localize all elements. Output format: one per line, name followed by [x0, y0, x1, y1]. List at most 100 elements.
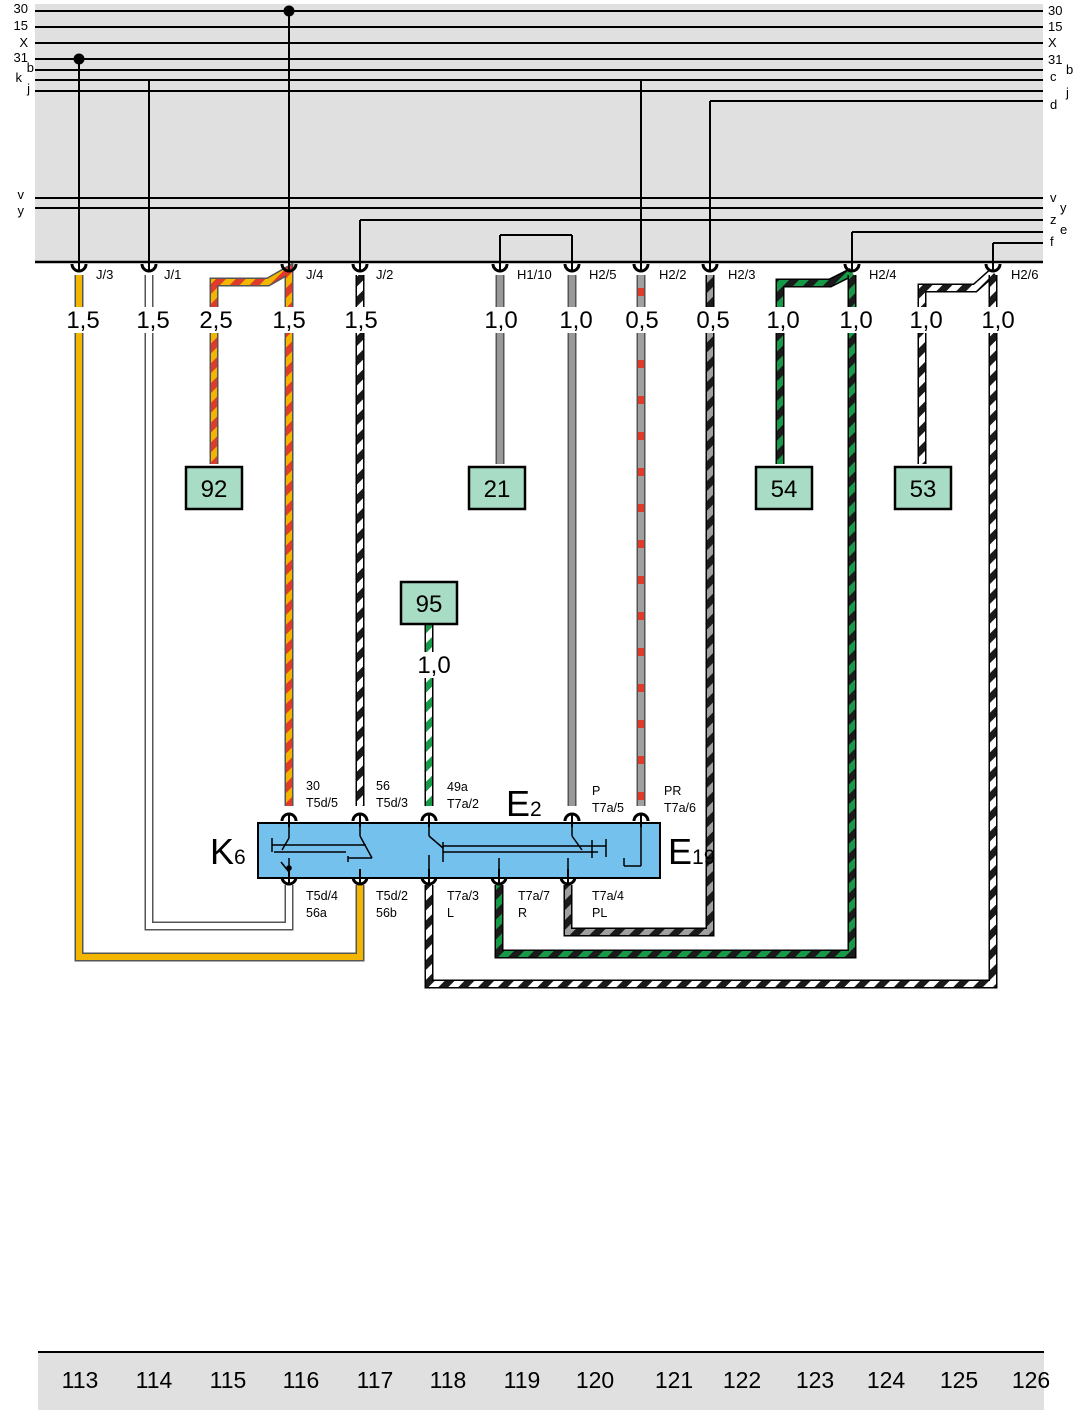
rail-label-right: 30	[1048, 3, 1062, 18]
rail-label-right: j	[1065, 85, 1069, 100]
rail-label-right: X	[1048, 35, 1057, 50]
footer-number: 118	[430, 1367, 467, 1393]
gauge-label: 1,5	[136, 307, 170, 334]
component-k6-label-sub: 6	[234, 846, 246, 869]
pin-label-t5d5: T5d/5	[306, 796, 338, 810]
pin-label-t5d3: T5d/3	[376, 796, 408, 810]
wire-green-black	[496, 275, 855, 957]
gauge-bg	[486, 307, 516, 333]
wires-group	[74, 262, 998, 989]
wire-grey-black	[565, 275, 713, 935]
ref-box-rect	[754, 465, 814, 511]
ref-box: 53	[893, 465, 953, 511]
pin-label-t7a4: T7a/4	[592, 889, 624, 903]
rail-label-left: b	[27, 60, 34, 75]
footer-number: 117	[357, 1367, 394, 1393]
gauge-text: 1,0	[417, 652, 450, 679]
gauge-label: 1,0	[417, 652, 451, 679]
footer-number: 126	[1012, 1367, 1050, 1393]
connector-label: H1/10	[517, 267, 552, 282]
footer-number: 121	[655, 1367, 693, 1393]
junction-dot	[283, 5, 295, 17]
pin-label-t7a6: T7a/6	[664, 801, 696, 815]
gauge-text: 1,5	[344, 307, 377, 334]
component-k6-label: K6	[210, 831, 246, 872]
gauge-label: 0,5	[696, 307, 730, 334]
gauge-label: 1,0	[559, 307, 593, 334]
ref-box-rect	[399, 580, 459, 626]
footer-number: 120	[576, 1367, 614, 1393]
rail-label-right: z	[1050, 212, 1057, 227]
rail-label-left: 15	[14, 18, 28, 33]
gauge-text: 1,0	[839, 307, 872, 334]
rail-label-left: X	[19, 35, 28, 50]
wire-red-yellow-outline	[209, 262, 294, 806]
wire-red-yellow	[211, 264, 292, 806]
connector-label: H2/6	[1011, 267, 1038, 282]
pin-label-t7a7: T7a/7	[518, 889, 550, 903]
pin-label-t7a7: R	[518, 906, 527, 920]
ref-box-rect	[184, 465, 244, 511]
terminals-group	[70, 256, 1002, 886]
gauge-text: 1,0	[981, 307, 1014, 334]
ref-box: 92	[184, 465, 244, 511]
gauge-bg	[419, 652, 449, 678]
gauge-text: 0,5	[625, 307, 658, 334]
gauge-bg	[138, 307, 168, 333]
component-e19-label-sub: 19	[692, 846, 715, 869]
gauge-label: 0,5	[625, 307, 659, 334]
rail-label-right: 31	[1048, 52, 1062, 67]
ref-box: 54	[754, 465, 814, 511]
ref-box-rect	[893, 465, 953, 511]
component-body	[257, 822, 661, 879]
connector-label: J/3	[96, 267, 113, 282]
connector-label: H2/3	[728, 267, 755, 282]
gauge-text: 0,5	[696, 307, 729, 334]
connector-label: J/4	[306, 267, 323, 282]
wire-black-white-outline	[917, 268, 996, 464]
component-e2-label: E2	[506, 783, 542, 824]
gauge-bg	[561, 307, 591, 333]
gauge-label: 2,5	[199, 307, 233, 334]
ref-box-label: 54	[771, 476, 798, 503]
rail-label-right: e	[1060, 222, 1067, 237]
connector-label: H2/4	[869, 267, 896, 282]
pin-label-t5d2: T5d/2	[376, 889, 408, 903]
connector-label: H2/5	[589, 267, 616, 282]
footer-number: 124	[867, 1367, 906, 1393]
component-internals	[271, 826, 642, 873]
gauge-text: 1,5	[136, 307, 169, 334]
gauge-label: 1,0	[766, 307, 800, 334]
gauge-label: 1,0	[909, 307, 943, 334]
pin-label-t7a5: P	[592, 784, 600, 798]
gauge-bg	[201, 307, 231, 333]
pin-label-t7a6: PR	[664, 784, 681, 798]
connector-label: H2/2	[659, 267, 686, 282]
pin-label-t5d3: 56	[376, 779, 390, 793]
pin-label-t7a2: T7a/2	[447, 797, 479, 811]
wire-white	[146, 275, 292, 929]
rail-label-left: y	[18, 203, 25, 218]
gauge-text: 1,0	[559, 307, 592, 334]
gauge-bg	[274, 307, 304, 333]
wire-black-white	[919, 269, 995, 464]
pin-label-t5d5: 30	[306, 779, 320, 793]
rail-label-left: 30	[14, 1, 28, 16]
rail-label-right: d	[1050, 97, 1057, 112]
ref-box: 21	[467, 465, 527, 511]
pin-label-t7a3: T7a/3	[447, 889, 479, 903]
footer-number: 113	[62, 1367, 99, 1393]
gauge-label: 1,5	[344, 307, 378, 334]
gauge-label: 1,5	[272, 307, 306, 334]
rail-label-right: c	[1050, 69, 1057, 84]
connector-label: J/1	[164, 267, 181, 282]
pin-label-t7a4: PL	[592, 906, 607, 920]
gauge-label: 1,5	[66, 307, 100, 334]
gauge-bg	[841, 307, 871, 333]
gauge-text: 1,0	[484, 307, 517, 334]
component-e2-label-sub: 2	[530, 798, 542, 821]
gauge-bg	[698, 307, 728, 333]
gauge-text: 1,0	[909, 307, 942, 334]
pin-label-t7a3: L	[447, 906, 454, 920]
gauge-bg	[346, 307, 376, 333]
